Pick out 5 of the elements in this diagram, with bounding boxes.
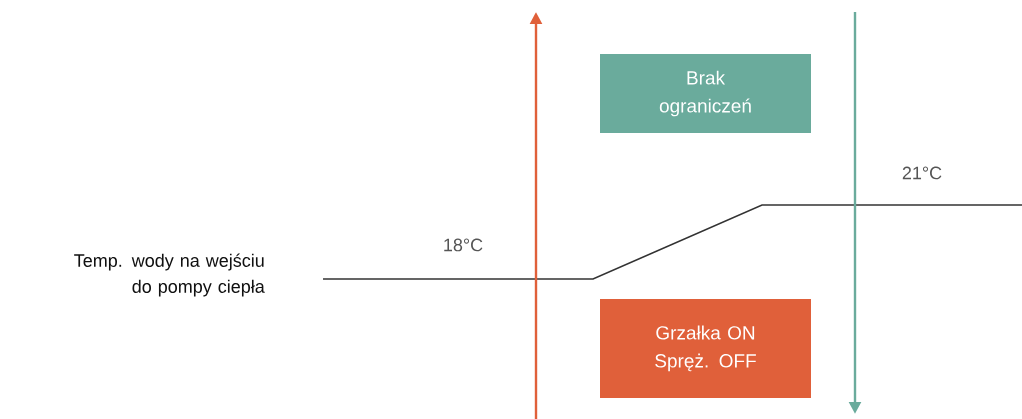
state-box: Grzałka ON Spręż. OFF [600,299,811,398]
text-label: 18°C [444,238,483,252]
text-label: 21°C [902,166,942,180]
state-box: Brak ograniczeń [600,54,811,133]
text-label: Temp. wody na wejściu do pompy ciepła [74,253,265,297]
